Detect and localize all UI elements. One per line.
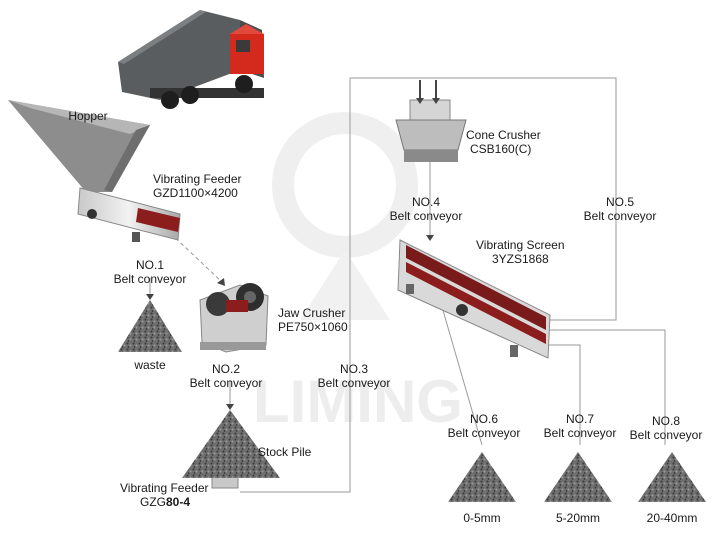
- no4-sub: Belt conveyor: [389, 209, 463, 223]
- vibrating-screen-model: 3YZS1868: [492, 252, 549, 266]
- no5-return-line: [240, 77, 617, 493]
- cone-crusher-icon: [395, 80, 467, 162]
- vf2-model-suffix: 80-4: [166, 495, 191, 509]
- no6-line: [439, 299, 483, 446]
- no1-sub: Belt conveyor: [113, 272, 187, 286]
- watermark: LIMING: [253, 112, 463, 435]
- hopper-label: Hopper: [68, 109, 108, 123]
- no2-label: NO.2: [211, 362, 240, 376]
- no3-label: NO.3: [339, 362, 368, 376]
- stock-pile-label: Stock Pile: [258, 445, 312, 459]
- jaw-crusher-icon: [199, 283, 269, 353]
- no2-sub: Belt conveyor: [189, 376, 263, 390]
- dump-truck-icon: [118, 10, 264, 109]
- no7-sub: Belt conveyor: [543, 426, 617, 440]
- vf2-name: Vibrating Feeder: [120, 481, 209, 495]
- no6-sub: Belt conveyor: [447, 426, 521, 440]
- jaw-crusher-name: Jaw Crusher: [278, 306, 346, 320]
- vibrating-feeder-1-icon: [77, 187, 181, 242]
- pile-5-20mm: [544, 452, 612, 502]
- vf2-model: GZG80-4: [140, 495, 190, 509]
- stock-pile: [182, 410, 280, 478]
- arrow-screen: [426, 235, 434, 241]
- piles: [118, 300, 706, 502]
- pile-0-5mm: [448, 452, 516, 502]
- vibrating-screen-icon: [397, 239, 551, 359]
- cone-crusher-model: CSB160(C): [470, 142, 532, 156]
- no5-label: NO.5: [605, 195, 634, 209]
- arrow-jaw: [217, 278, 225, 286]
- arrow-waste: [146, 294, 154, 300]
- vf1-model: GZD1100×4200: [153, 186, 238, 200]
- size-0-5mm: 0-5mm: [463, 511, 501, 525]
- flow-arrows: [146, 235, 434, 410]
- size-20-40mm: 20-40mm: [646, 511, 698, 525]
- waste-label: waste: [134, 358, 166, 372]
- no1-label: NO.1: [135, 258, 164, 272]
- no4-label: NO.4: [411, 195, 440, 209]
- no7-label: NO.7: [565, 412, 594, 426]
- pile-20-40mm: [638, 452, 706, 502]
- no7-line: [535, 344, 581, 445]
- no3-sub: Belt conveyor: [317, 376, 391, 390]
- no8-line: [535, 329, 666, 445]
- no8-label: NO.8: [651, 414, 680, 428]
- size-5-20mm: 5-20mm: [555, 511, 600, 525]
- no6-label: NO.6: [469, 412, 498, 426]
- connector-lines: [149, 77, 666, 493]
- cone-crusher-name: Cone Crusher: [466, 128, 541, 142]
- jaw-crusher-model: PE750×1060: [278, 320, 348, 334]
- arrow-stockpile: [226, 404, 234, 410]
- hopper-icon: [8, 100, 150, 192]
- vf2-model-prefix: GZG: [140, 495, 166, 509]
- no8-sub: Belt conveyor: [629, 428, 703, 442]
- vf1-name: Vibrating Feeder: [153, 172, 242, 186]
- vibrating-screen-name: Vibrating Screen: [476, 238, 565, 252]
- watermark-text: LIMING: [253, 368, 463, 435]
- waste-pile: [118, 300, 182, 352]
- no5-sub: Belt conveyor: [583, 209, 657, 223]
